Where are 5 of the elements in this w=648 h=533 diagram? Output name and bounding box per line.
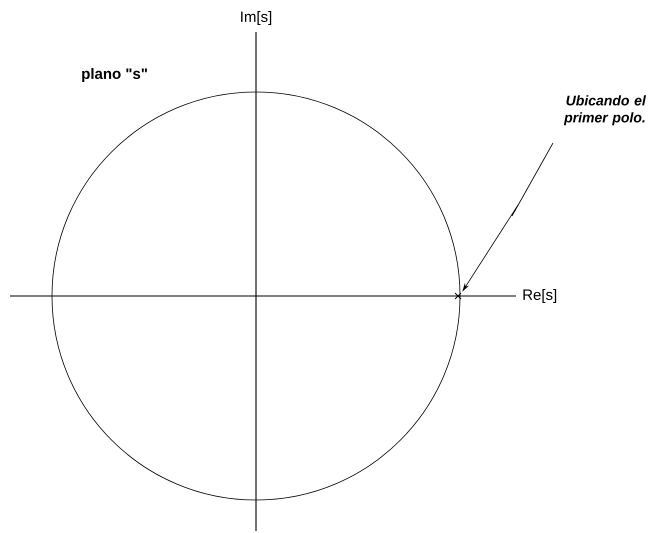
axis-label: Im[s] <box>241 11 272 25</box>
pole-mark <box>454 292 462 300</box>
axis-label: Re[s] <box>523 289 556 303</box>
plane-label: plano "s" <box>82 68 147 82</box>
callout-text: Ubicando el primer polo. <box>564 95 646 126</box>
